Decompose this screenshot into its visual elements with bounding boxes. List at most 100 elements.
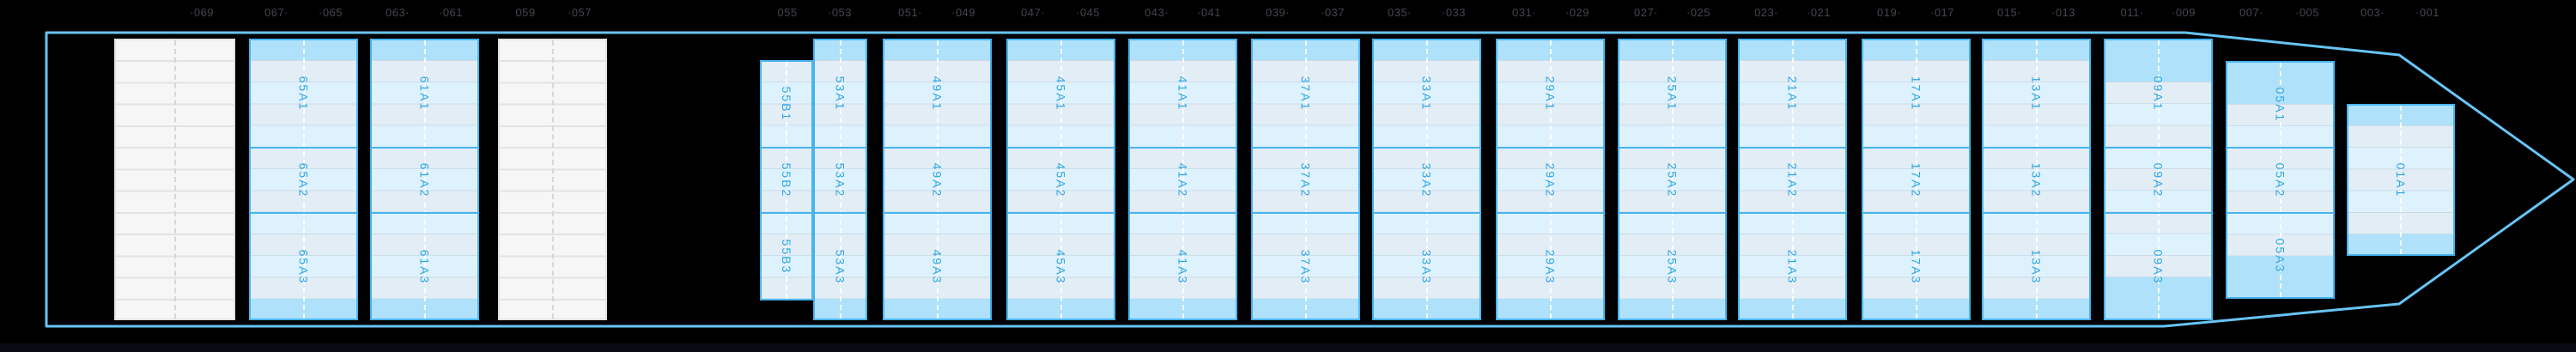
section-label-53A3[interactable]: 53A3 <box>833 249 848 284</box>
section-label-17A1[interactable]: 17A1 <box>1909 76 1923 111</box>
section-divider <box>1006 212 1115 214</box>
section-label-41A1[interactable]: 41A1 <box>1176 76 1190 111</box>
section-label-41A3[interactable]: 41A3 <box>1176 249 1190 284</box>
bay-65[interactable]: 65A1 65A2 65A3 <box>249 39 358 320</box>
bay-37[interactable]: 37A1 37A2 37A3 <box>1251 39 1360 320</box>
bay-49[interactable]: 49A1 49A2 49A3 <box>883 39 992 320</box>
bay-number-label: ·061 <box>438 6 464 19</box>
bay-number-label: ·057 <box>567 6 592 19</box>
bay-01[interactable]: 01A1 <box>2347 104 2455 256</box>
bay-05[interactable]: 05A1 05A2 05A3 <box>2226 61 2335 299</box>
section-divider <box>1128 147 1237 149</box>
section-label-45A3[interactable]: 45A3 <box>1054 249 1068 284</box>
section-label-49A1[interactable]: 49A1 <box>930 76 945 111</box>
bay-number-label: ·025 <box>1686 6 1711 19</box>
section-label-29A2[interactable]: 29A2 <box>1543 162 1558 198</box>
bay-center-dashed-line <box>1182 40 1184 319</box>
bay-center-dashed-line <box>786 62 787 299</box>
section-divider <box>760 212 813 214</box>
section-label-37A2[interactable]: 37A2 <box>1298 162 1313 198</box>
bay-center-dashed-line <box>1671 40 1674 319</box>
section-label-41A2[interactable]: 41A2 <box>1176 162 1190 198</box>
bay-33[interactable]: 33A1 33A2 33A3 <box>1372 39 1481 320</box>
bay-number-label: ·005 <box>2294 6 2320 19</box>
bay-21[interactable]: 21A1 21A2 21A3 <box>1738 39 1847 320</box>
section-label-01A1[interactable]: 01A1 <box>2394 162 2408 197</box>
bay-41[interactable]: 41A1 41A2 41A3 <box>1128 39 1237 320</box>
section-label-17A3[interactable]: 17A3 <box>1909 249 1923 284</box>
section-label-09A3[interactable]: 09A3 <box>2151 249 2166 284</box>
section-divider <box>1496 212 1605 214</box>
section-label-25A2[interactable]: 25A2 <box>1665 162 1680 198</box>
section-label-33A3[interactable]: 33A3 <box>1419 249 1434 284</box>
bay-number-label: 035· <box>1387 6 1413 19</box>
bay-center-dashed-line <box>1304 40 1307 319</box>
section-divider <box>813 212 867 214</box>
section-label-49A3[interactable]: 49A3 <box>930 249 945 284</box>
bay-number-label: ·017 <box>1929 6 1955 19</box>
section-label-29A3[interactable]: 29A3 <box>1543 249 1558 284</box>
section-divider <box>1128 212 1237 214</box>
section-label-65A3[interactable]: 65A3 <box>296 249 311 284</box>
section-label-61A3[interactable]: 61A3 <box>417 249 432 284</box>
bay-09[interactable]: 09A1 09A2 09A3 <box>2104 39 2213 320</box>
section-label-45A1[interactable]: 45A1 <box>1054 76 1068 111</box>
bay-center-dashed-line <box>1791 40 1794 319</box>
bay-number-label: 019· <box>1876 6 1902 19</box>
section-label-53A2[interactable]: 53A2 <box>833 162 848 198</box>
section-label-13A2[interactable]: 13A2 <box>2029 162 2044 198</box>
section-label-09A1[interactable]: 09A1 <box>2151 76 2166 111</box>
section-label-45A2[interactable]: 45A2 <box>1054 162 1068 198</box>
section-label-21A3[interactable]: 21A3 <box>1785 249 1800 284</box>
section-label-05A3[interactable]: 05A3 <box>2273 238 2287 274</box>
section-label-37A1[interactable]: 37A1 <box>1298 76 1313 111</box>
bay-number-label: 067· <box>264 6 289 19</box>
bay-45[interactable]: 45A1 45A2 45A3 <box>1006 39 1115 320</box>
section-label-53A1[interactable]: 53A1 <box>833 76 848 111</box>
bay-number-label: 043· <box>1144 6 1170 19</box>
section-label-49A2[interactable]: 49A2 <box>930 162 945 198</box>
section-label-55B1[interactable]: 55B1 <box>780 86 793 122</box>
section-label-55B2[interactable]: 55B2 <box>780 162 793 198</box>
bay-number-label: 047· <box>1020 6 1046 19</box>
bay-61[interactable]: 61A1 61A2 61A3 <box>370 39 479 320</box>
section-label-13A3[interactable]: 13A3 <box>2029 249 2044 284</box>
section-label-17A2[interactable]: 17A2 <box>1909 162 1923 198</box>
section-label-21A1[interactable]: 21A1 <box>1785 76 1800 111</box>
bay-center-dashed-line <box>1549 40 1552 319</box>
bay-number-label: 015· <box>1996 6 2022 19</box>
section-label-55B3[interactable]: 55B3 <box>780 239 793 275</box>
section-label-33A2[interactable]: 33A2 <box>1419 162 1434 198</box>
bay-25[interactable]: 25A1 25A2 25A3 <box>1618 39 1727 320</box>
bay-059[interactable] <box>498 39 607 320</box>
bay-number-label: 011· <box>2120 6 2144 19</box>
section-divider <box>2104 212 2213 214</box>
section-label-37A3[interactable]: 37A3 <box>1298 249 1313 284</box>
section-label-05A1[interactable]: 05A1 <box>2273 87 2287 122</box>
section-label-61A2[interactable]: 61A2 <box>417 162 432 198</box>
section-label-09A2[interactable]: 09A2 <box>2151 162 2166 198</box>
section-label-29A1[interactable]: 29A1 <box>1543 76 1558 111</box>
section-label-13A1[interactable]: 13A1 <box>2029 76 2044 111</box>
section-label-05A2[interactable]: 05A2 <box>2273 162 2287 198</box>
section-label-21A2[interactable]: 21A2 <box>1785 162 1800 198</box>
section-label-65A1[interactable]: 65A1 <box>296 76 311 111</box>
section-label-33A1[interactable]: 33A1 <box>1419 76 1434 111</box>
bay-55B[interactable]: 55B1 55B2 55B3 <box>760 60 813 300</box>
bay-53[interactable]: 53A1 53A2 53A3 <box>813 39 867 320</box>
section-label-65A2[interactable]: 65A2 <box>296 162 311 198</box>
bay-center-dashed-line <box>173 40 176 319</box>
section-label-25A1[interactable]: 25A1 <box>1665 76 1680 111</box>
section-label-61A1[interactable]: 61A1 <box>417 76 432 111</box>
section-divider <box>1251 147 1360 149</box>
section-label-25A3[interactable]: 25A3 <box>1665 249 1680 284</box>
section-divider <box>1251 212 1360 214</box>
bay-number-label: ·001 <box>2415 6 2440 19</box>
bay-13[interactable]: 13A1 13A2 13A3 <box>1982 39 2091 320</box>
bay-069[interactable] <box>114 39 235 320</box>
bay-17[interactable]: 17A1 17A2 17A3 <box>1862 39 1971 320</box>
bay-number-label: ·009 <box>2171 6 2196 19</box>
bay-29[interactable]: 29A1 29A2 29A3 <box>1496 39 1605 320</box>
